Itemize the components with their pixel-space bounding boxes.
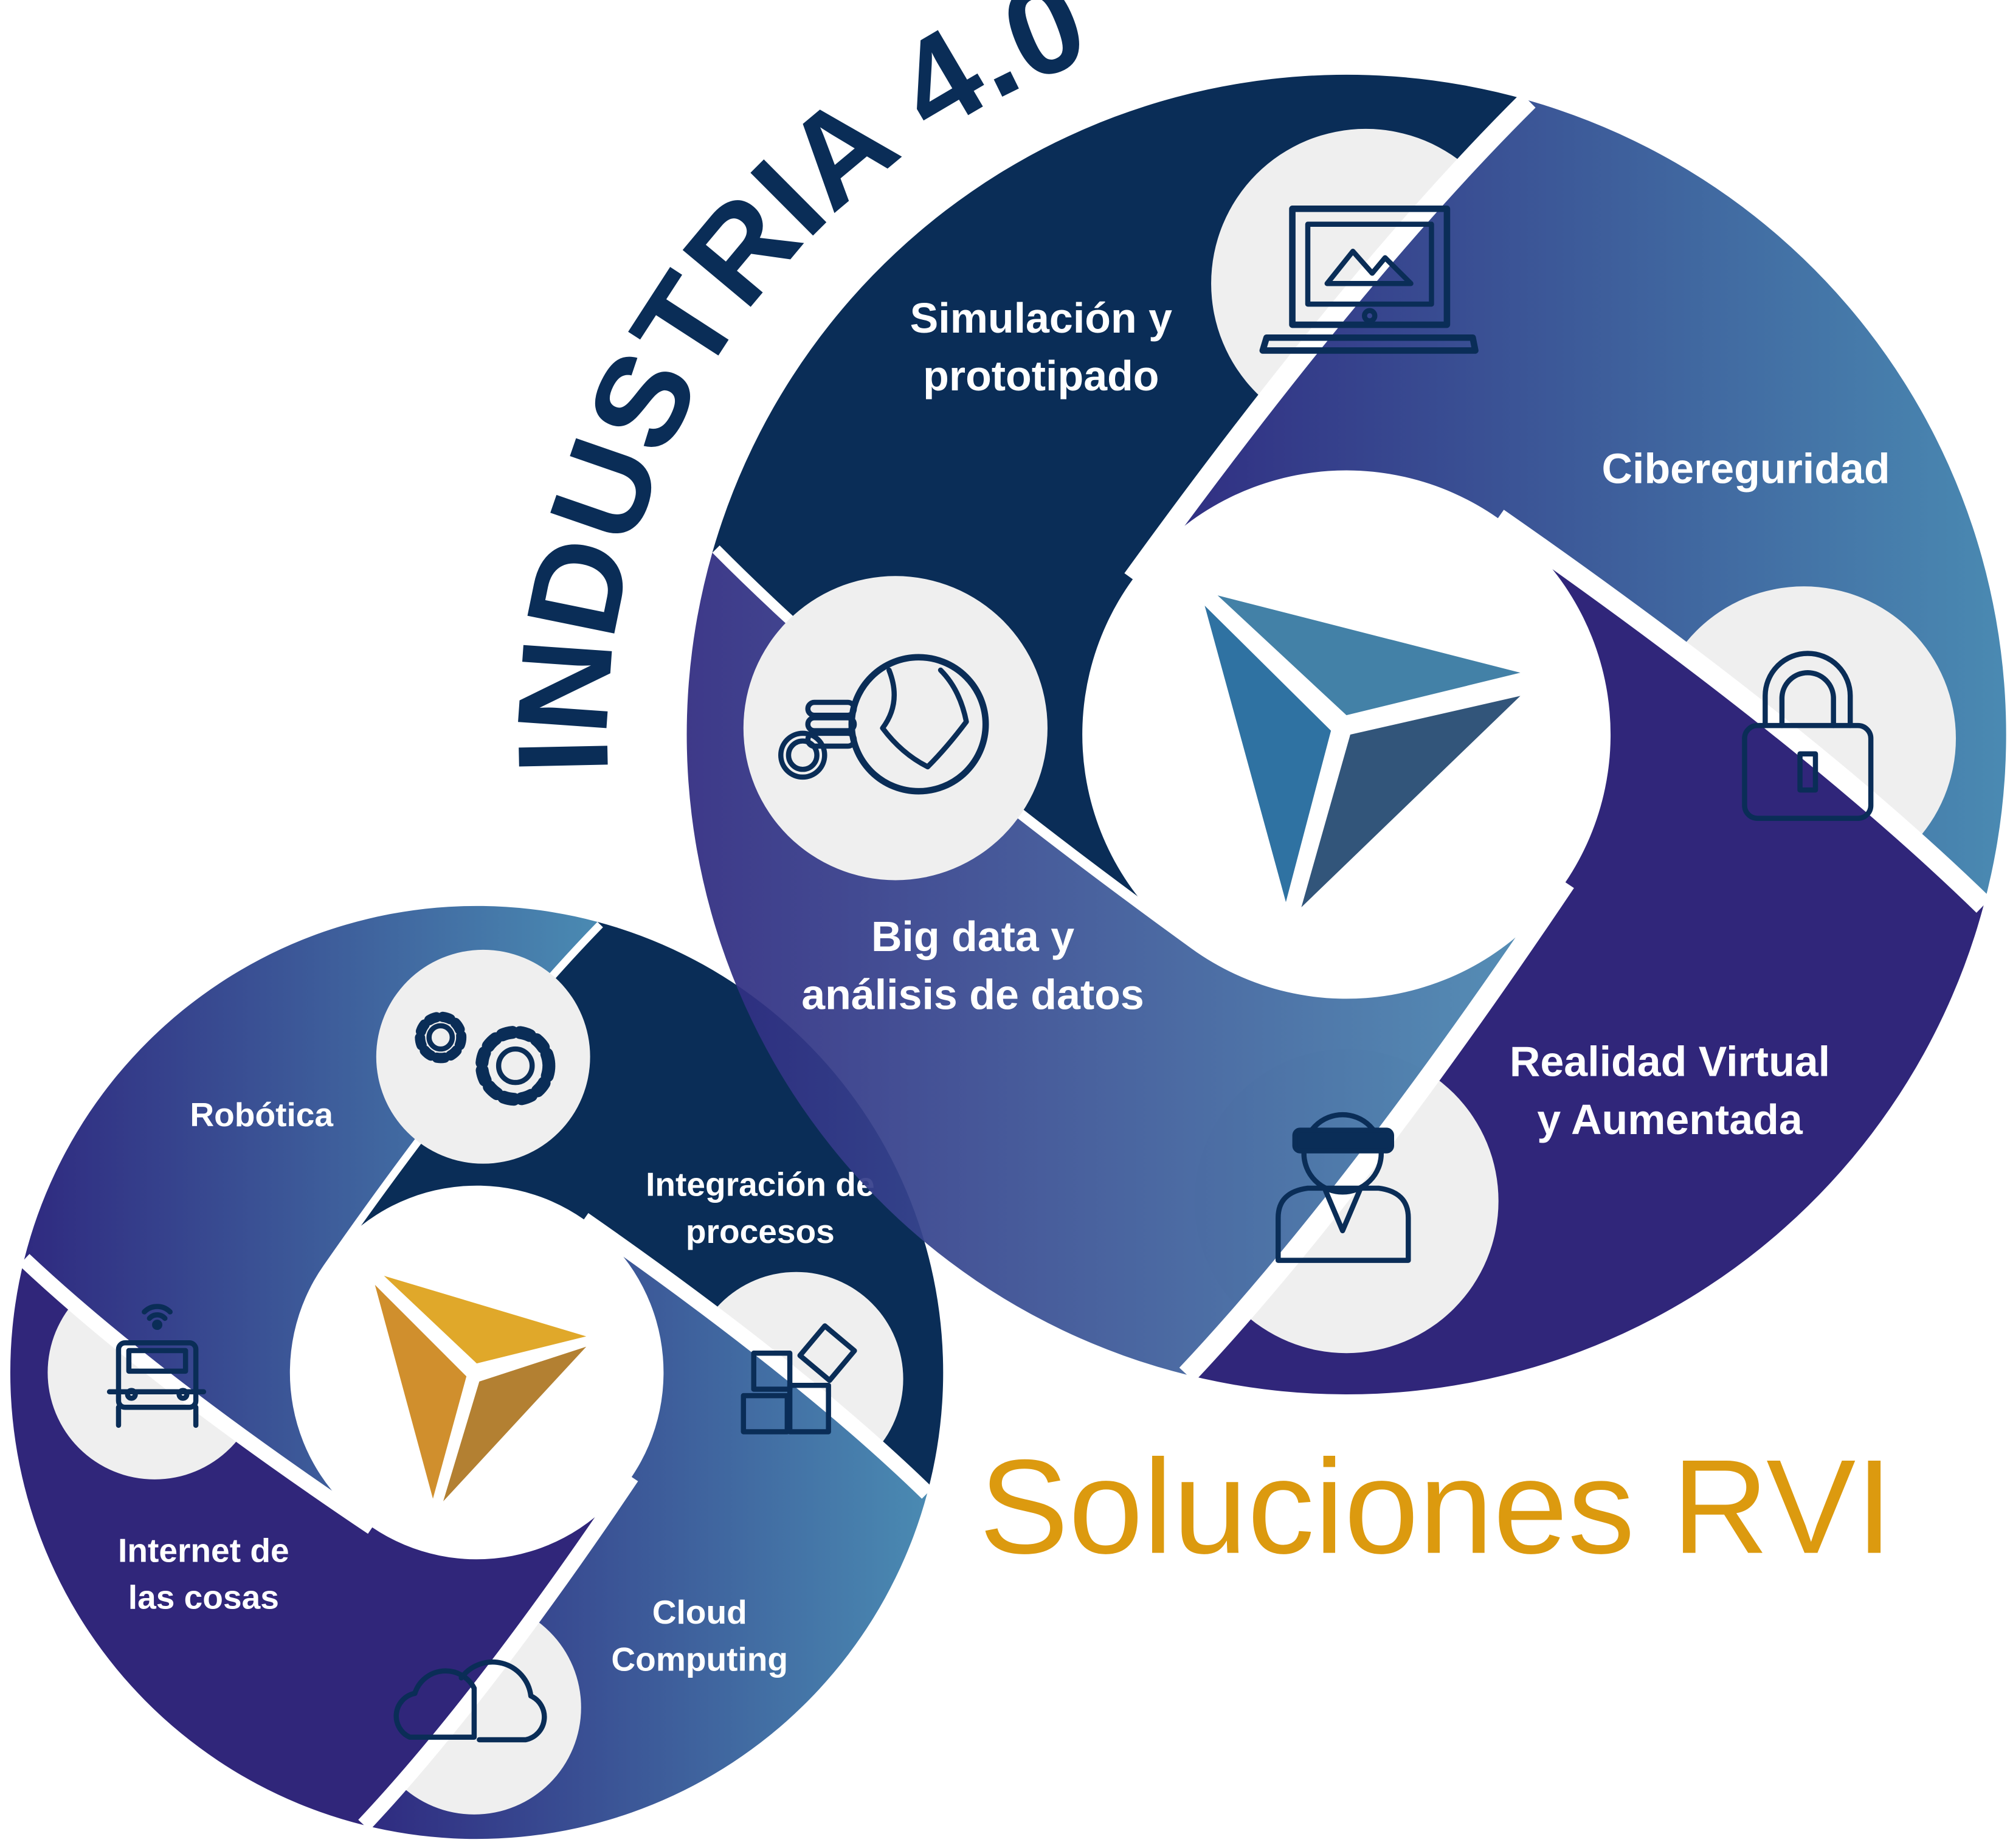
segment-bigdata: Big data y análisis de datos bbox=[686, 552, 1574, 1382]
laptop-icon bbox=[1259, 206, 1479, 354]
rvi-logo-blue bbox=[1204, 595, 1521, 907]
segment-divider bbox=[358, 1472, 638, 1831]
puzzle-icon bbox=[741, 1323, 857, 1434]
brand-name: Soluciones RVI bbox=[979, 1431, 1893, 1582]
segment-label: procesos bbox=[686, 1213, 835, 1250]
iot-vehicle-icon bbox=[106, 1304, 207, 1428]
globe-coins-icon bbox=[778, 654, 989, 795]
segment-divider bbox=[579, 1213, 933, 1499]
segment-label: Big data y bbox=[871, 913, 1074, 960]
gears-icon bbox=[415, 1011, 556, 1106]
segment-label: y Aumentada bbox=[1537, 1096, 1803, 1143]
segment-label: Cibereguridad bbox=[1602, 445, 1890, 493]
center-hub bbox=[297, 1193, 656, 1552]
segment-label: Integración de bbox=[646, 1166, 875, 1203]
segment-label: las cosas bbox=[128, 1579, 279, 1616]
segment-label: Internet de bbox=[118, 1532, 289, 1569]
lock-icon bbox=[1742, 651, 1874, 821]
rvi-logo-gold bbox=[375, 1276, 587, 1501]
cloud-icon bbox=[393, 1659, 547, 1743]
segment-divider bbox=[19, 1254, 377, 1534]
segment-divider bbox=[1179, 876, 1574, 1382]
segment-label: Robótica bbox=[190, 1096, 333, 1133]
icon-badge bbox=[743, 576, 1048, 881]
segment-label: Realidad Virtual bbox=[1510, 1038, 1830, 1085]
segment-label: análisis de datos bbox=[801, 971, 1144, 1018]
big-wheel: Simulación y prototipadoCibereguridadReal… bbox=[686, 74, 2006, 1395]
segment-label: Cloud bbox=[652, 1593, 747, 1631]
segment-label: Simulación y bbox=[910, 294, 1172, 342]
vr-person-icon bbox=[1276, 1112, 1411, 1263]
segment-label: prototipado bbox=[923, 352, 1159, 400]
segment-label: Computing bbox=[611, 1640, 788, 1678]
center-hub bbox=[1093, 480, 1601, 989]
